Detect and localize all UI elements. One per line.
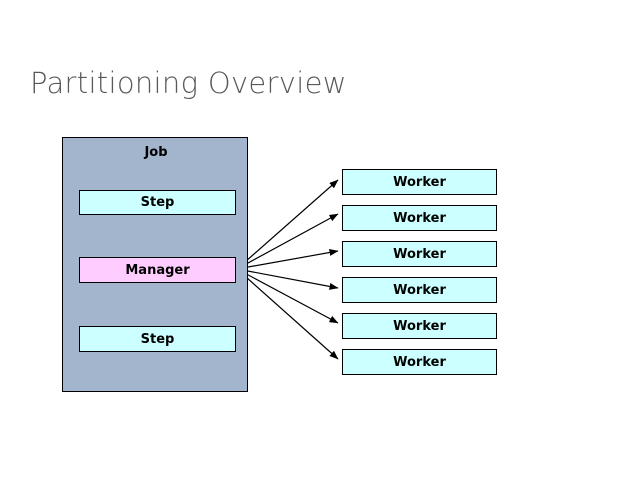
connector-manager-to-worker-4 — [236, 268, 339, 290]
connector-manager-to-worker-1 — [236, 179, 339, 270]
node-manager[interactable]: Manager — [79, 257, 236, 283]
node-worker[interactable]: Worker — [342, 241, 497, 267]
node-step-top[interactable]: Step — [79, 190, 236, 215]
node-worker[interactable]: Worker — [342, 349, 497, 375]
page-title: Partitioning Overview — [30, 66, 347, 100]
node-step-bottom[interactable]: Step — [79, 326, 236, 352]
node-worker[interactable]: Worker — [342, 277, 497, 303]
node-worker[interactable]: Worker — [342, 169, 497, 195]
node-worker[interactable]: Worker — [342, 205, 497, 231]
connector-manager-to-worker-5 — [236, 268, 339, 324]
connector-manager-to-worker-6 — [236, 268, 339, 360]
connector-manager-to-worker-2 — [236, 213, 339, 270]
connector-manager-to-worker-3 — [236, 249, 339, 270]
job-label: Job — [144, 145, 168, 160]
node-worker[interactable]: Worker — [342, 313, 497, 339]
